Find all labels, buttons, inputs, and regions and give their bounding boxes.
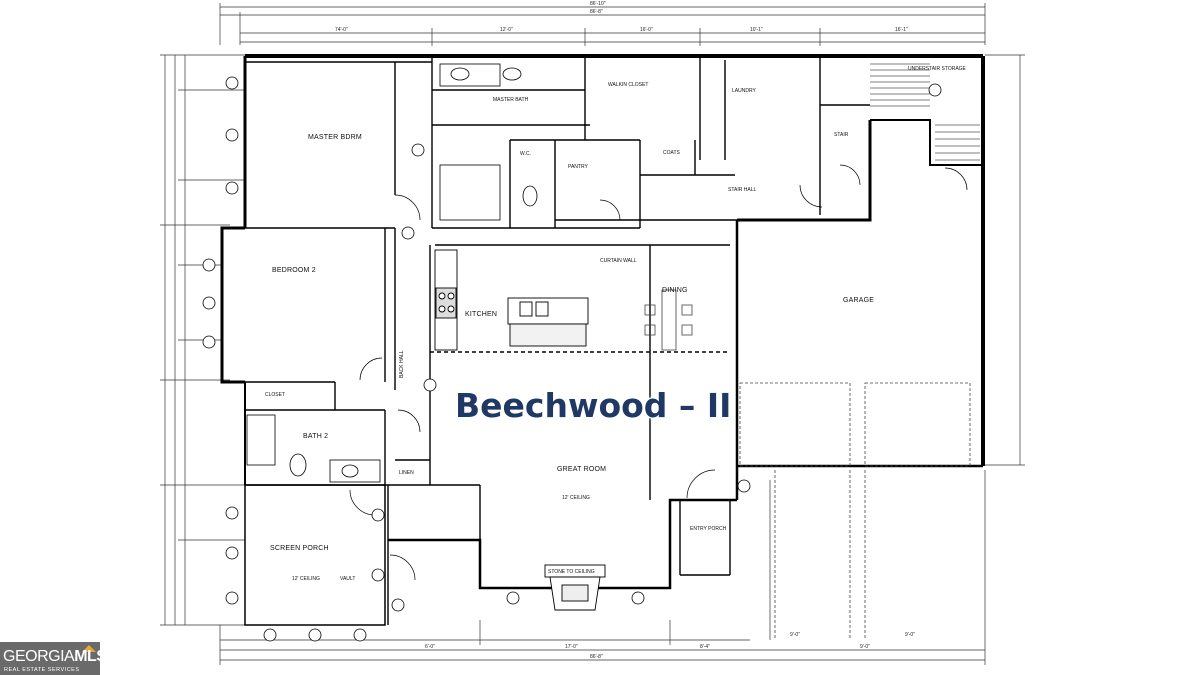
note-vault: VAULT [340,576,355,582]
logo-tagline: REAL ESTATE SERVICES [4,667,80,673]
fireplace [544,564,606,611]
room-master-bdrm: MASTER BDRM [308,134,362,141]
svg-text:8'-4": 8'-4" [700,644,710,650]
room-bath-2: BATH 2 [303,433,328,440]
interior-walls [245,56,870,625]
room-laundry: LAUNDRY [732,88,756,94]
room-pantry: PANTRY [568,164,588,170]
room-wc: W.C. [520,151,531,157]
room-closet: CLOSET [265,392,285,398]
room-bedroom-2: BEDROOM 2 [272,267,316,274]
room-linen: LINEN [399,470,414,476]
room-back-hall: BACK HALL [399,350,405,378]
note-screen-porch-ceiling: 12' CEILING [292,576,320,582]
logo-brand-mls: MLS [74,648,107,665]
room-entry-porch: ENTRY PORCH [690,526,727,532]
svg-text:12'-0": 12'-0" [500,27,513,33]
bath-fixtures [246,63,538,483]
right-bottom-dimension-lines [219,54,1025,665]
room-screen-porch: SCREEN PORCH [270,545,329,552]
note-great-room-ceiling: 12' CEILING [562,495,590,501]
house-roof-icon [82,645,96,652]
svg-text:16'-1": 16'-1" [895,27,908,33]
svg-text:9'-0": 9'-0" [790,632,800,638]
room-stair: STAIR [834,132,849,138]
room-great-room: GREAT ROOM [557,466,606,473]
svg-text:86'-8": 86'-8" [590,9,603,15]
room-coats: COATS [663,150,681,156]
svg-text:86'-10": 86'-10" [590,1,606,7]
kitchen-fixtures [434,249,589,351]
dimension-text: 74'-0" 12'-0" 16'-0" 10'-1" 16'-1" 86'-10" 8… [335,1,915,660]
room-walkin-closet: WALKIN CLOSET [608,82,648,88]
room-garage: GARAGE [843,297,874,304]
svg-text:86'-8": 86'-8" [590,654,603,660]
svg-text:10'-1": 10'-1" [750,27,763,33]
garage-doors [739,382,971,640]
georgia-mls-logo: GEORGIAMLS REAL ESTATE SERVICES [0,642,107,675]
room-dining: DINING [662,287,688,294]
room-under-stair-storage: UNDERSTAIR STORAGE [908,66,967,72]
svg-text:6'-0": 6'-0" [425,644,435,650]
room-kitchen: KITCHEN [465,311,497,318]
note-curtain-wall: CURTAIN WALL [600,258,637,264]
svg-text:9'-0": 9'-0" [860,644,870,650]
stairs [870,63,980,161]
svg-text:16'-0": 16'-0" [640,27,653,33]
svg-text:74'-0": 74'-0" [335,27,348,33]
plan-title: Beechwood – II [455,386,732,425]
plan-notes: 12' CEILING 12' CEILING VAULT STONE TO C… [292,258,637,582]
window-tags [202,76,942,642]
top-dimension-lines [219,3,986,46]
svg-text:17'-0": 17'-0" [565,644,578,650]
room-stair-hall: STAIR HALL [728,187,756,193]
note-stone-to-ceiling: STONE TO CEILING [548,569,595,575]
logo-brand: GEORGIAMLS [3,648,107,666]
door-swings [349,164,968,581]
room-labels: MASTER BDRM MASTER BATH WALKIN CLOSET LA… [265,66,967,552]
dining-table [644,289,693,351]
room-master-bath: MASTER BATH [493,97,529,103]
exterior-walls [220,54,985,626]
svg-text:9'-0": 9'-0" [905,632,915,638]
logo-brand-main: GEORGIA [3,648,75,665]
